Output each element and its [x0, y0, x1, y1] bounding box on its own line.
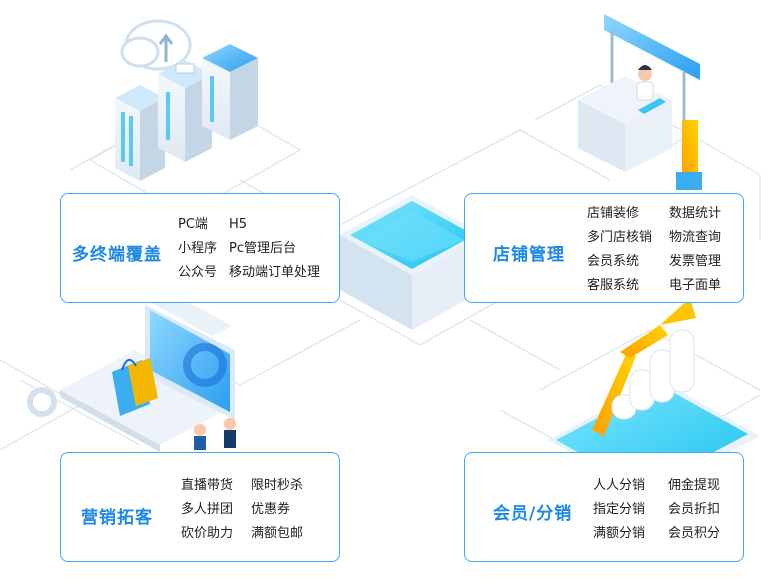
card-title: 会员/分销 — [493, 504, 573, 524]
card-multi-terminal: 多终端覆盖 PC端 H5 小程序 Pc管理后台 公众号 移动端订单处理 — [60, 193, 340, 303]
feature-item: 会员系统 — [587, 254, 640, 269]
feature-item: 物流查询 — [669, 230, 722, 245]
feature-item: 限时秒杀 — [251, 478, 304, 493]
feature-item: Pc管理后台 — [229, 241, 296, 256]
card-title: 营销拓客 — [81, 508, 153, 528]
feature-item: 多门店核销 — [587, 230, 653, 245]
feature-item: 多人拼团 — [181, 502, 234, 517]
store-counter-icon — [578, 14, 702, 190]
feature-list: PC端 H5 小程序 Pc管理后台 公众号 移动端订单处理 — [178, 216, 320, 282]
feature-item: 店铺装修 — [587, 206, 640, 221]
feature-item: PC端 — [178, 217, 208, 232]
feature-item: 满额包邮 — [251, 526, 304, 541]
feature-item: 小程序 — [178, 241, 218, 256]
feature-item: 客服系统 — [587, 278, 640, 293]
feature-list: 人人分销 佣金提现 指定分销 会员折扣 满额分销 会员积分 — [593, 477, 720, 543]
feature-item: 砍价助力 — [181, 526, 234, 541]
card-store-management: 店铺管理 店铺装修 数据统计 多门店核销 物流查询 会员系统 发票管理 客服系统… — [464, 193, 744, 303]
feature-item: 满额分销 — [593, 526, 646, 541]
feature-item: H5 — [229, 217, 248, 232]
card-title: 店铺管理 — [493, 245, 565, 265]
feature-item: 人人分销 — [593, 478, 646, 493]
feature-item: 指定分销 — [593, 502, 646, 517]
card-marketing: 营销拓客 直播带货 限时秒杀 多人拼团 优惠券 砍价助力 满额包邮 — [60, 452, 340, 562]
feature-item: 公众号 — [178, 265, 218, 280]
feature-list: 店铺装修 数据统计 多门店核销 物流查询 会员系统 发票管理 客服系统 电子面单 — [587, 205, 721, 295]
feature-list: 直播带货 限时秒杀 多人拼团 优惠券 砍价助力 满额包邮 — [181, 477, 303, 543]
card-member-distribution: 会员/分销 人人分销 佣金提现 指定分销 会员折扣 满额分销 会员积分 — [464, 452, 744, 562]
card-title: 多终端覆盖 — [72, 245, 162, 265]
feature-item: 佣金提现 — [668, 478, 721, 493]
feature-item: 数据统计 — [669, 206, 722, 221]
feature-item: 发票管理 — [669, 254, 722, 269]
feature-item: 移动端订单处理 — [229, 265, 321, 280]
laptop-shopping-icon — [27, 292, 236, 452]
platform-cube-icon — [340, 195, 484, 330]
feature-item: 直播带货 — [181, 478, 234, 493]
feature-item: 会员折扣 — [668, 502, 721, 517]
feature-item: 优惠券 — [251, 502, 291, 517]
server-cloud-icon — [115, 19, 258, 181]
feature-item: 会员积分 — [668, 526, 721, 541]
feature-item: 电子面单 — [669, 278, 722, 293]
